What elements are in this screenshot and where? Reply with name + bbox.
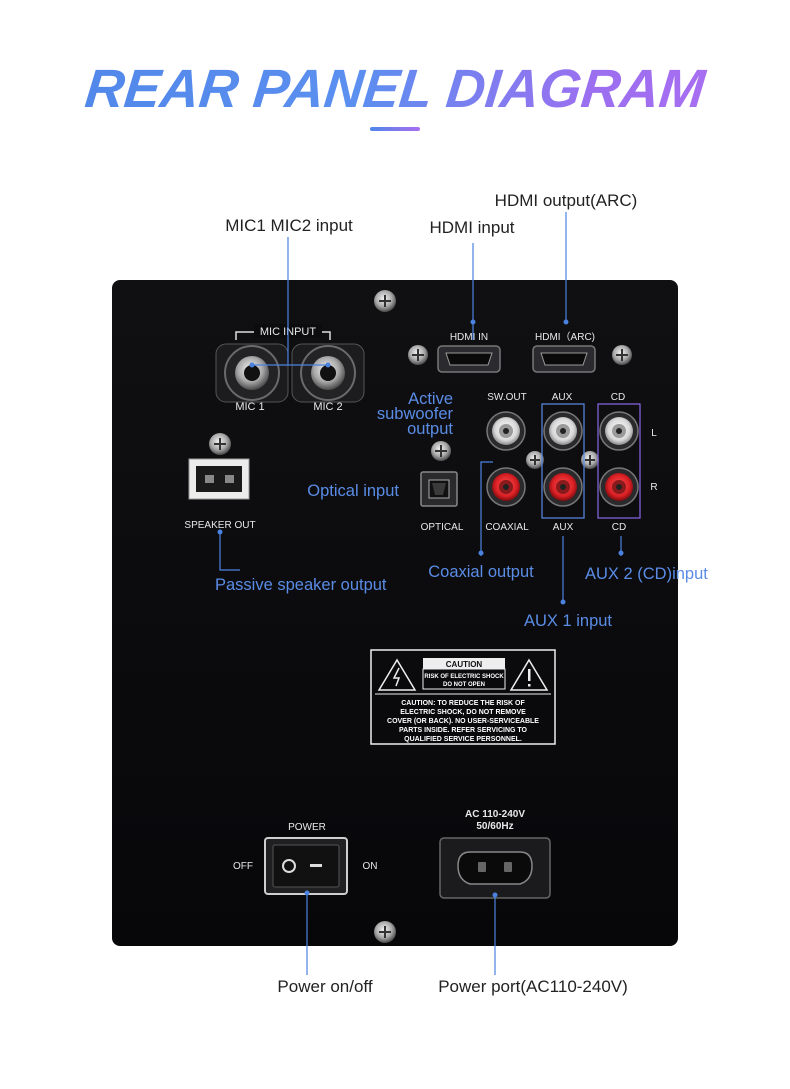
- label-aux2-input: AUX 2 (CD)input: [585, 565, 708, 583]
- screw-icon: [408, 345, 428, 365]
- silk-aux-bottom: AUX: [553, 522, 574, 533]
- caution-sub-1: RISK OF ELECTRIC SHOCK: [424, 674, 504, 680]
- silk-mic2: MIC 2: [313, 401, 342, 413]
- silk-cd-bottom: CD: [612, 522, 626, 533]
- callout-dots: [217, 319, 624, 898]
- screw-icon: [374, 290, 396, 312]
- aux-r-rca-jack[interactable]: [543, 467, 583, 507]
- panel-body: [112, 280, 678, 946]
- cd-l-rca-jack[interactable]: [599, 411, 639, 451]
- label-aux1-input: AUX 1 input: [524, 612, 612, 630]
- silk-speaker-out: SPEAKER OUT: [184, 520, 255, 531]
- silk-off: OFF: [233, 861, 253, 872]
- power-switch[interactable]: [264, 837, 348, 895]
- silk-hdmi-in: HDMI IN: [450, 332, 488, 343]
- sw-out-rca-jack[interactable]: [486, 411, 526, 451]
- caution-line-3: COVER (OR BACK). NO USER-SERVICEABLE: [387, 718, 539, 725]
- screw-icon: [581, 451, 599, 469]
- caution-sub-2: DO NOT OPEN: [443, 682, 485, 688]
- caution-line-2: ELECTRIC SHOCK, DO NOT REMOVE: [400, 709, 526, 716]
- label-active-sub-3: output: [407, 420, 453, 438]
- label-mic-input: MIC1 MIC2 input: [225, 216, 353, 235]
- silk-aux-top: AUX: [552, 392, 573, 403]
- screw-icon: [374, 921, 396, 943]
- cd-group-box: [597, 403, 641, 519]
- coaxial-rca-jack[interactable]: [486, 467, 526, 507]
- silk-l: L: [651, 428, 657, 439]
- silk-ac-2: 50/60Hz: [476, 821, 513, 832]
- screw-icon: [526, 451, 544, 469]
- label-power-port: Power port(AC110-240V): [438, 977, 628, 996]
- optical-port[interactable]: [420, 471, 458, 507]
- aux-l-rca-jack[interactable]: [543, 411, 583, 451]
- screw-icon: [431, 441, 451, 461]
- silk-sw-out: SW.OUT: [487, 392, 526, 403]
- screw-icon: [209, 433, 231, 455]
- label-passive-speaker: Passive speaker output: [215, 576, 387, 594]
- silk-optical: OPTICAL: [421, 522, 464, 533]
- silk-ac-1: AC 110-240V: [465, 809, 525, 820]
- caution-label: [370, 649, 556, 745]
- hdmi-arc-port[interactable]: [532, 345, 596, 373]
- silk-cd-top: CD: [611, 392, 625, 403]
- speaker-out-terminal[interactable]: [188, 458, 250, 500]
- silk-power: POWER: [288, 822, 326, 833]
- label-power-onoff: Power on/off: [277, 977, 372, 996]
- label-hdmi-input: HDMI input: [429, 218, 514, 237]
- screw-icon: [612, 345, 632, 365]
- mic1-jack[interactable]: [215, 343, 289, 403]
- aux-group-box: [541, 403, 585, 519]
- silk-on: ON: [363, 861, 378, 872]
- silk-hdmi-arc: HDMI（ARC): [535, 331, 595, 343]
- label-active-sub-2: subwoofer: [377, 405, 454, 423]
- label-coaxial-output: Coaxial output: [428, 563, 534, 581]
- title-underline: [370, 127, 420, 131]
- label-optical-input: Optical input: [307, 482, 399, 500]
- label-active-sub-1: Active: [408, 390, 453, 408]
- ac-power-inlet[interactable]: [439, 837, 551, 899]
- caution-line-1: CAUTION: TO REDUCE THE RISK OF: [401, 700, 525, 707]
- silk-r: R: [650, 482, 657, 493]
- caution-line-4: PARTS INSIDE. REFER SERVICING TO: [399, 727, 528, 734]
- hdmi-in-port[interactable]: [437, 345, 501, 373]
- mic2-jack[interactable]: [291, 343, 365, 403]
- caution-line-5: QUALIFIED SERVICE PERSONNEL.: [404, 736, 522, 743]
- silk-mic1: MIC 1: [235, 401, 264, 413]
- silk-coaxial: COAXIAL: [485, 522, 529, 533]
- caution-header: CAUTION: [446, 660, 483, 669]
- label-hdmi-output: HDMI output(ARC): [495, 191, 638, 210]
- cd-r-rca-jack[interactable]: [599, 467, 639, 507]
